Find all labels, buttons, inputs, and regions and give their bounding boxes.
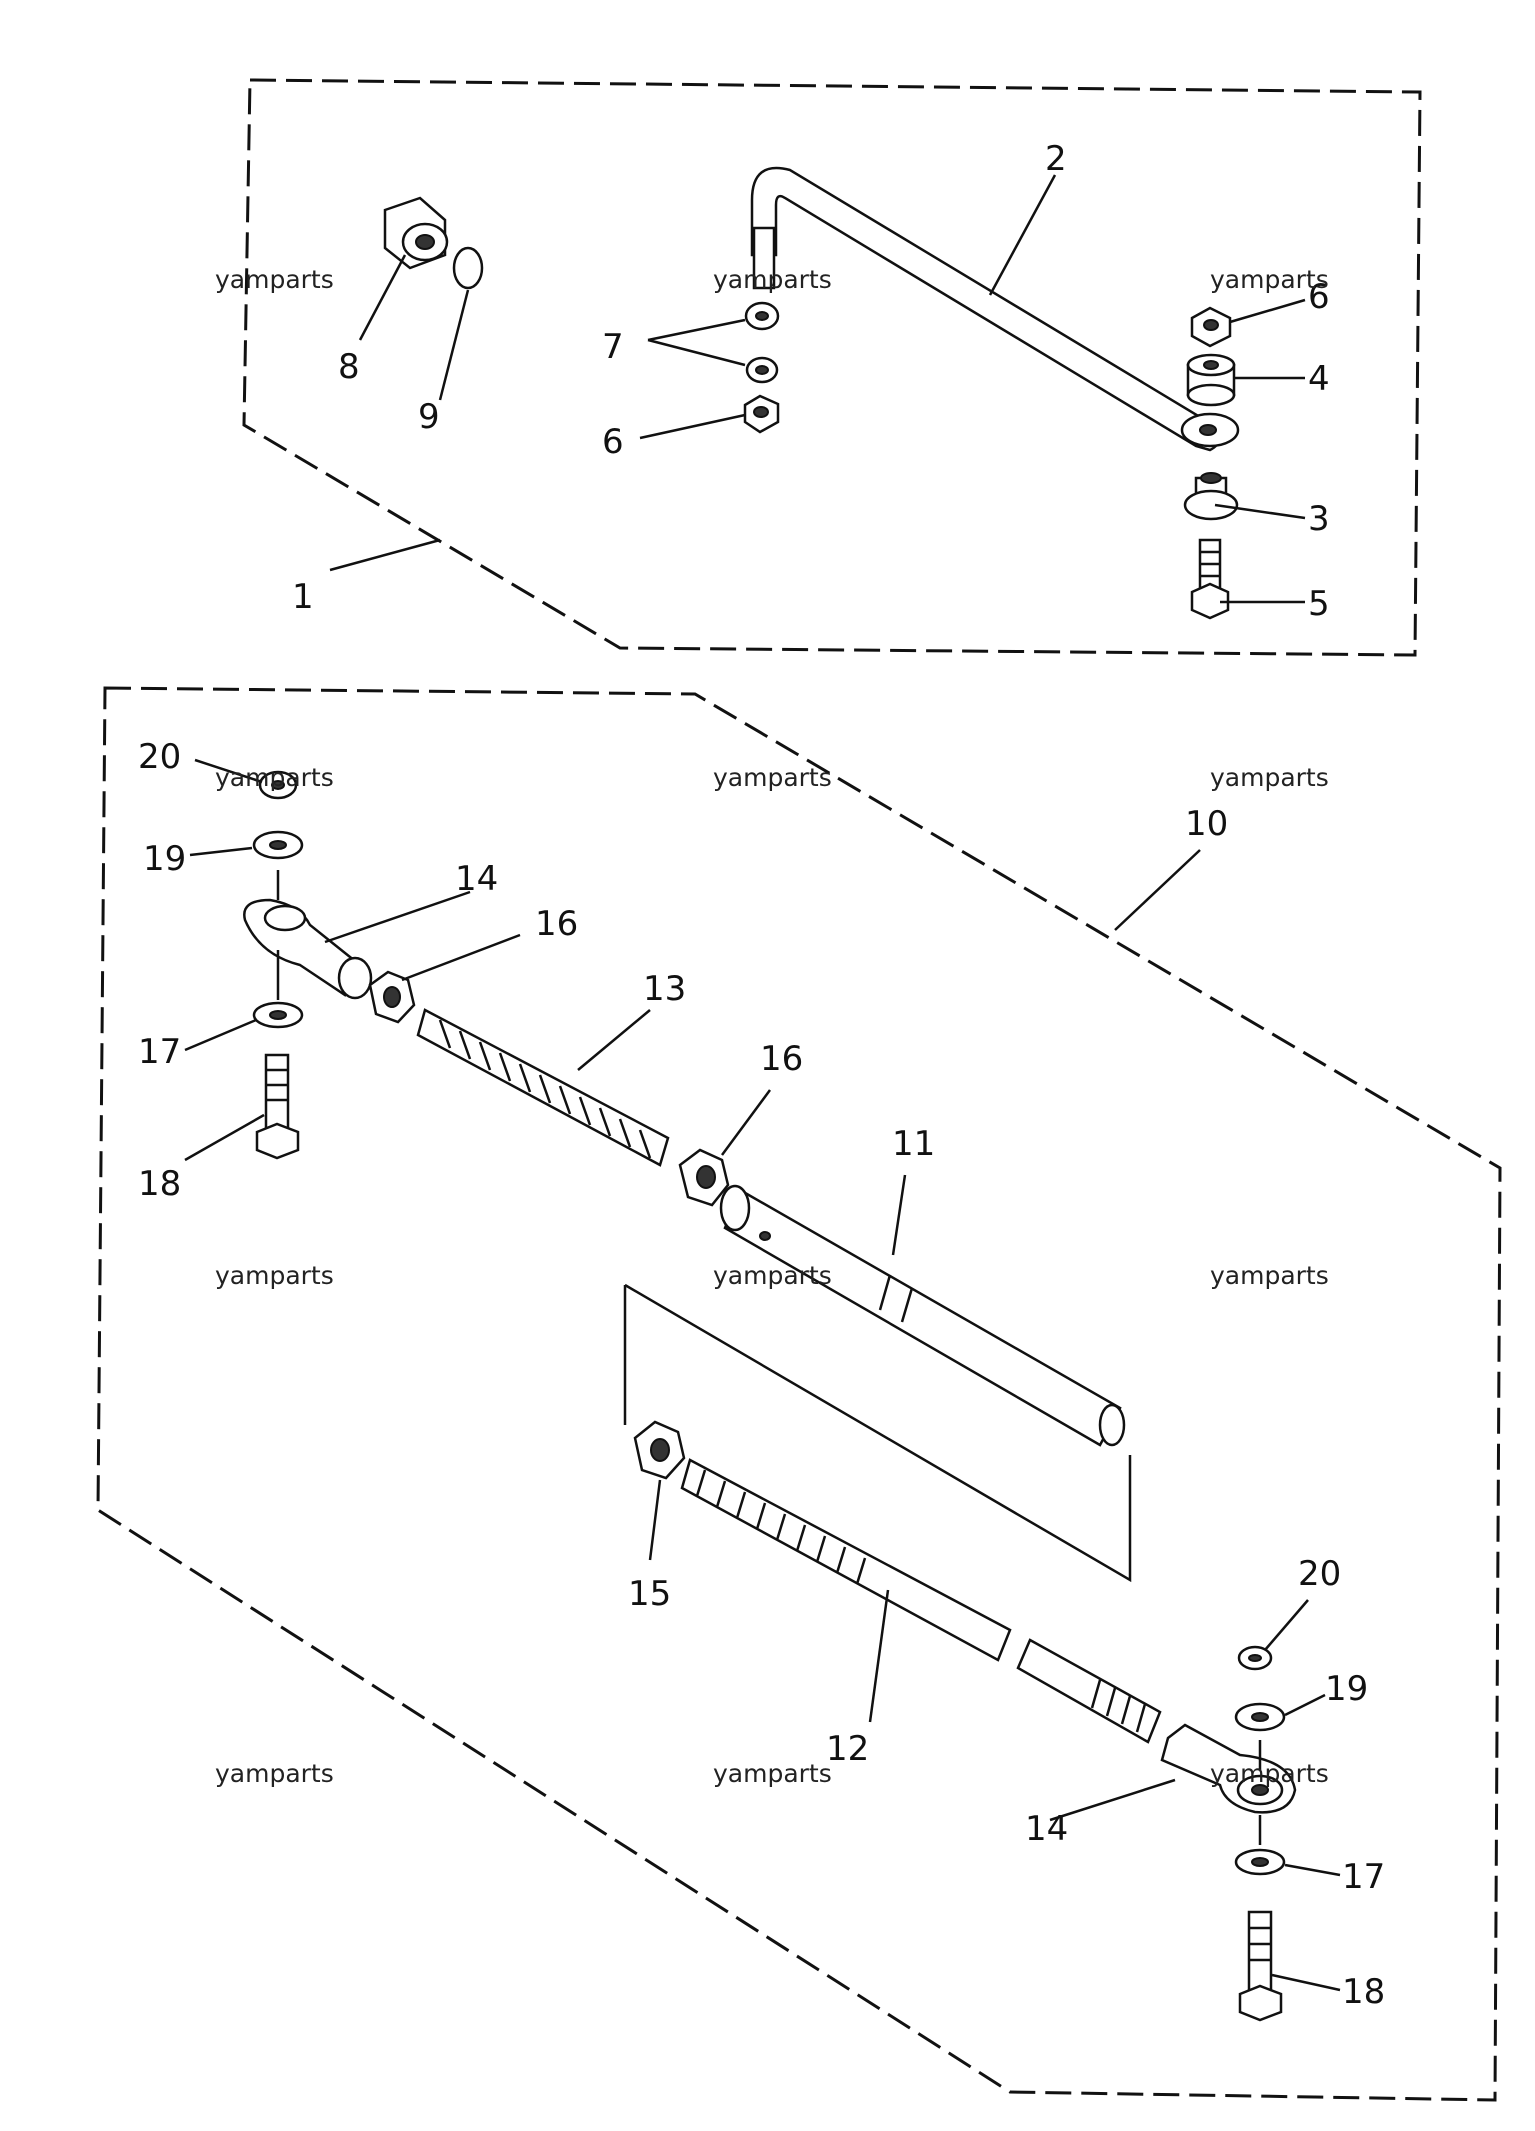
callout-8: 8	[338, 347, 360, 387]
callout-12: 12	[826, 1729, 869, 1769]
nut-part-7-lower	[745, 356, 779, 384]
nut-part-16-left	[368, 970, 416, 1024]
bushing-part-4	[1186, 353, 1236, 407]
leader-lines	[184, 174, 1341, 1992]
watermark: yamparts	[713, 763, 832, 792]
callout-18-right: 18	[1342, 1972, 1385, 2012]
drag-link-part-2	[750, 166, 1240, 452]
watermark: yamparts	[215, 763, 334, 792]
watermark: yamparts	[215, 265, 334, 294]
callout-17-left: 17	[138, 1032, 181, 1072]
bolt-part-18-left	[255, 1053, 300, 1160]
callout-19-right: 19	[1325, 1669, 1368, 1709]
assembly-1-boundary	[242, 78, 1422, 657]
sub-assembly-bracket	[623, 1283, 1132, 1583]
castle-nut-part-20-right	[1237, 1645, 1273, 1671]
watermark: yamparts	[215, 1759, 334, 1788]
callout-16-left: 16	[535, 904, 578, 944]
watermark: yamparts	[1210, 1759, 1329, 1788]
nut-part-16-center	[678, 1148, 730, 1207]
callout-10: 10	[1185, 804, 1228, 844]
callout-14-right: 14	[1025, 1809, 1068, 1849]
watermark: yamparts	[713, 265, 832, 294]
watermark: yamparts	[1210, 265, 1329, 294]
callout-11: 11	[892, 1124, 935, 1164]
callout-6-left: 6	[602, 422, 624, 462]
callout-16-center: 16	[760, 1039, 803, 1079]
callout-17-right: 17	[1342, 1857, 1385, 1897]
ball-joint-part-14-right	[1160, 1723, 1297, 1845]
watermark: yamparts	[1210, 1261, 1329, 1290]
watermark: yamparts	[1210, 763, 1329, 792]
threaded-rod-part-12	[680, 1458, 1162, 1744]
washer-part-19-left	[252, 830, 304, 860]
callout-18-left: 18	[138, 1164, 181, 1204]
callout-4: 4	[1308, 359, 1330, 399]
oring-part-9	[452, 246, 484, 290]
ball-joint-part-14-left	[243, 870, 373, 1000]
callout-6-right: 6	[1308, 277, 1330, 317]
tube-part-11	[719, 1184, 1126, 1447]
watermark: yamparts	[713, 1261, 832, 1290]
washer-part-17-right	[1234, 1848, 1286, 1876]
callout-13: 13	[643, 969, 686, 1009]
callout-3: 3	[1308, 499, 1330, 539]
callout-14-left: 14	[455, 859, 498, 899]
watermark: yamparts	[713, 1759, 832, 1788]
threaded-rod-part-13	[416, 1008, 670, 1167]
nut-part-7-upper	[744, 301, 780, 331]
bolt-part-18-right	[1238, 1910, 1283, 2022]
callout-19-left: 19	[143, 839, 186, 879]
nut-part-8	[383, 196, 449, 270]
locknut-part-6-right	[1190, 306, 1232, 348]
callout-20-left: 20	[138, 737, 181, 777]
watermark: yamparts	[215, 1261, 334, 1290]
callout-15: 15	[628, 1574, 671, 1614]
callout-5: 5	[1308, 584, 1330, 624]
castle-nut-part-20-left	[258, 770, 298, 800]
washer-part-17-left	[252, 1001, 304, 1029]
bolt-part-5	[1190, 538, 1230, 620]
callout-7: 7	[602, 327, 624, 367]
washer-part-19-right	[1234, 1702, 1286, 1732]
nut-part-15	[633, 1420, 686, 1480]
assembly-10-boundary	[96, 686, 1502, 2102]
callout-1: 1	[292, 577, 314, 617]
callout-2: 2	[1045, 139, 1067, 179]
callout-9: 9	[418, 397, 440, 437]
callout-20-right: 20	[1298, 1554, 1341, 1594]
locknut-part-6-left	[743, 394, 780, 434]
collar-part-3	[1183, 472, 1239, 521]
